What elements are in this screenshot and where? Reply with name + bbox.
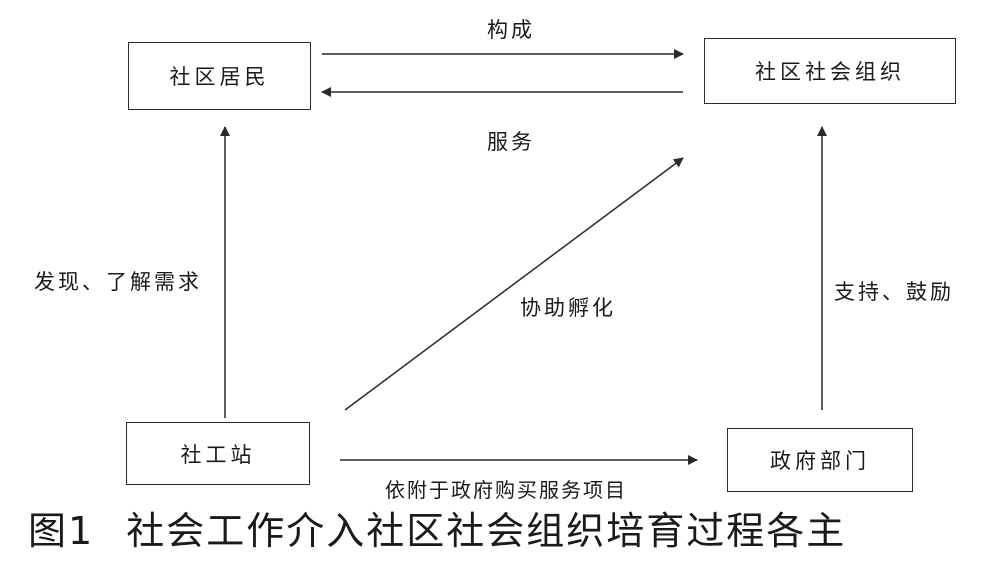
edge-label-assist-incubate: 协助孵化 (520, 296, 616, 320)
edge-label-discover-needs: 发现、了解需求 (34, 270, 202, 294)
edge-label-constitute: 构成 (487, 18, 535, 42)
figure-caption: 图1 社会工作介入社区社会组织培育过程各主 (28, 500, 846, 555)
node-social-organization-label: 社区社会组织 (755, 60, 905, 84)
node-social-organization: 社区社会组织 (704, 38, 956, 104)
node-social-work-station: 社工站 (126, 422, 310, 485)
node-social-work-station-label: 社工站 (180, 442, 256, 467)
node-residents: 社区居民 (128, 42, 311, 110)
edge-label-purchase-services: 依附于政府购买服务项目 (385, 478, 627, 502)
edge-label-serve: 服务 (487, 130, 535, 154)
node-residents-label: 社区居民 (169, 65, 270, 89)
figure-title: 社会工作介入社区社会组织培育过程各主 (126, 509, 847, 553)
node-government-label: 政府部门 (770, 449, 870, 473)
edge-label-support-encourage: 支持、鼓励 (834, 280, 954, 304)
node-government: 政府部门 (727, 428, 913, 492)
figure-number: 图1 (28, 509, 95, 553)
arrow-assist-incubate (344, 157, 684, 411)
